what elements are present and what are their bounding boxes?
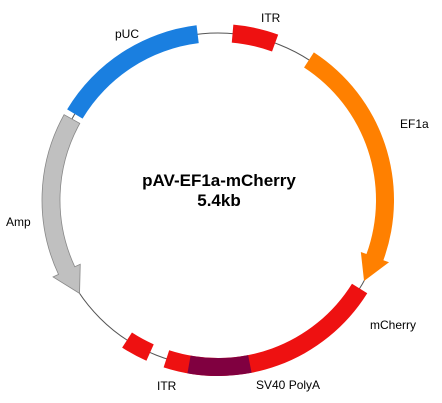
feature-itr-1 <box>231 24 279 52</box>
label-sv40-polya: SV40 PolyA <box>256 378 320 392</box>
label-mcherry: mCherry <box>370 318 416 332</box>
plasmid-name: pAV-EF1a-mCherry <box>142 171 296 190</box>
plasmid-size: 5.4kb <box>197 191 240 210</box>
feature-amp <box>41 114 81 295</box>
feature-mcherry <box>163 283 368 377</box>
feature-itr-2 <box>122 332 154 361</box>
feature-puc <box>67 25 199 119</box>
feature-ef1a <box>304 52 395 281</box>
label-itr-1: ITR <box>261 11 281 25</box>
label-ef1a: EF1a <box>400 117 429 131</box>
label-itr-2: ITR <box>157 379 177 393</box>
label-puc: pUC <box>115 27 139 41</box>
label-amp: Amp <box>6 215 31 229</box>
feature-sv40-polya <box>187 355 252 377</box>
